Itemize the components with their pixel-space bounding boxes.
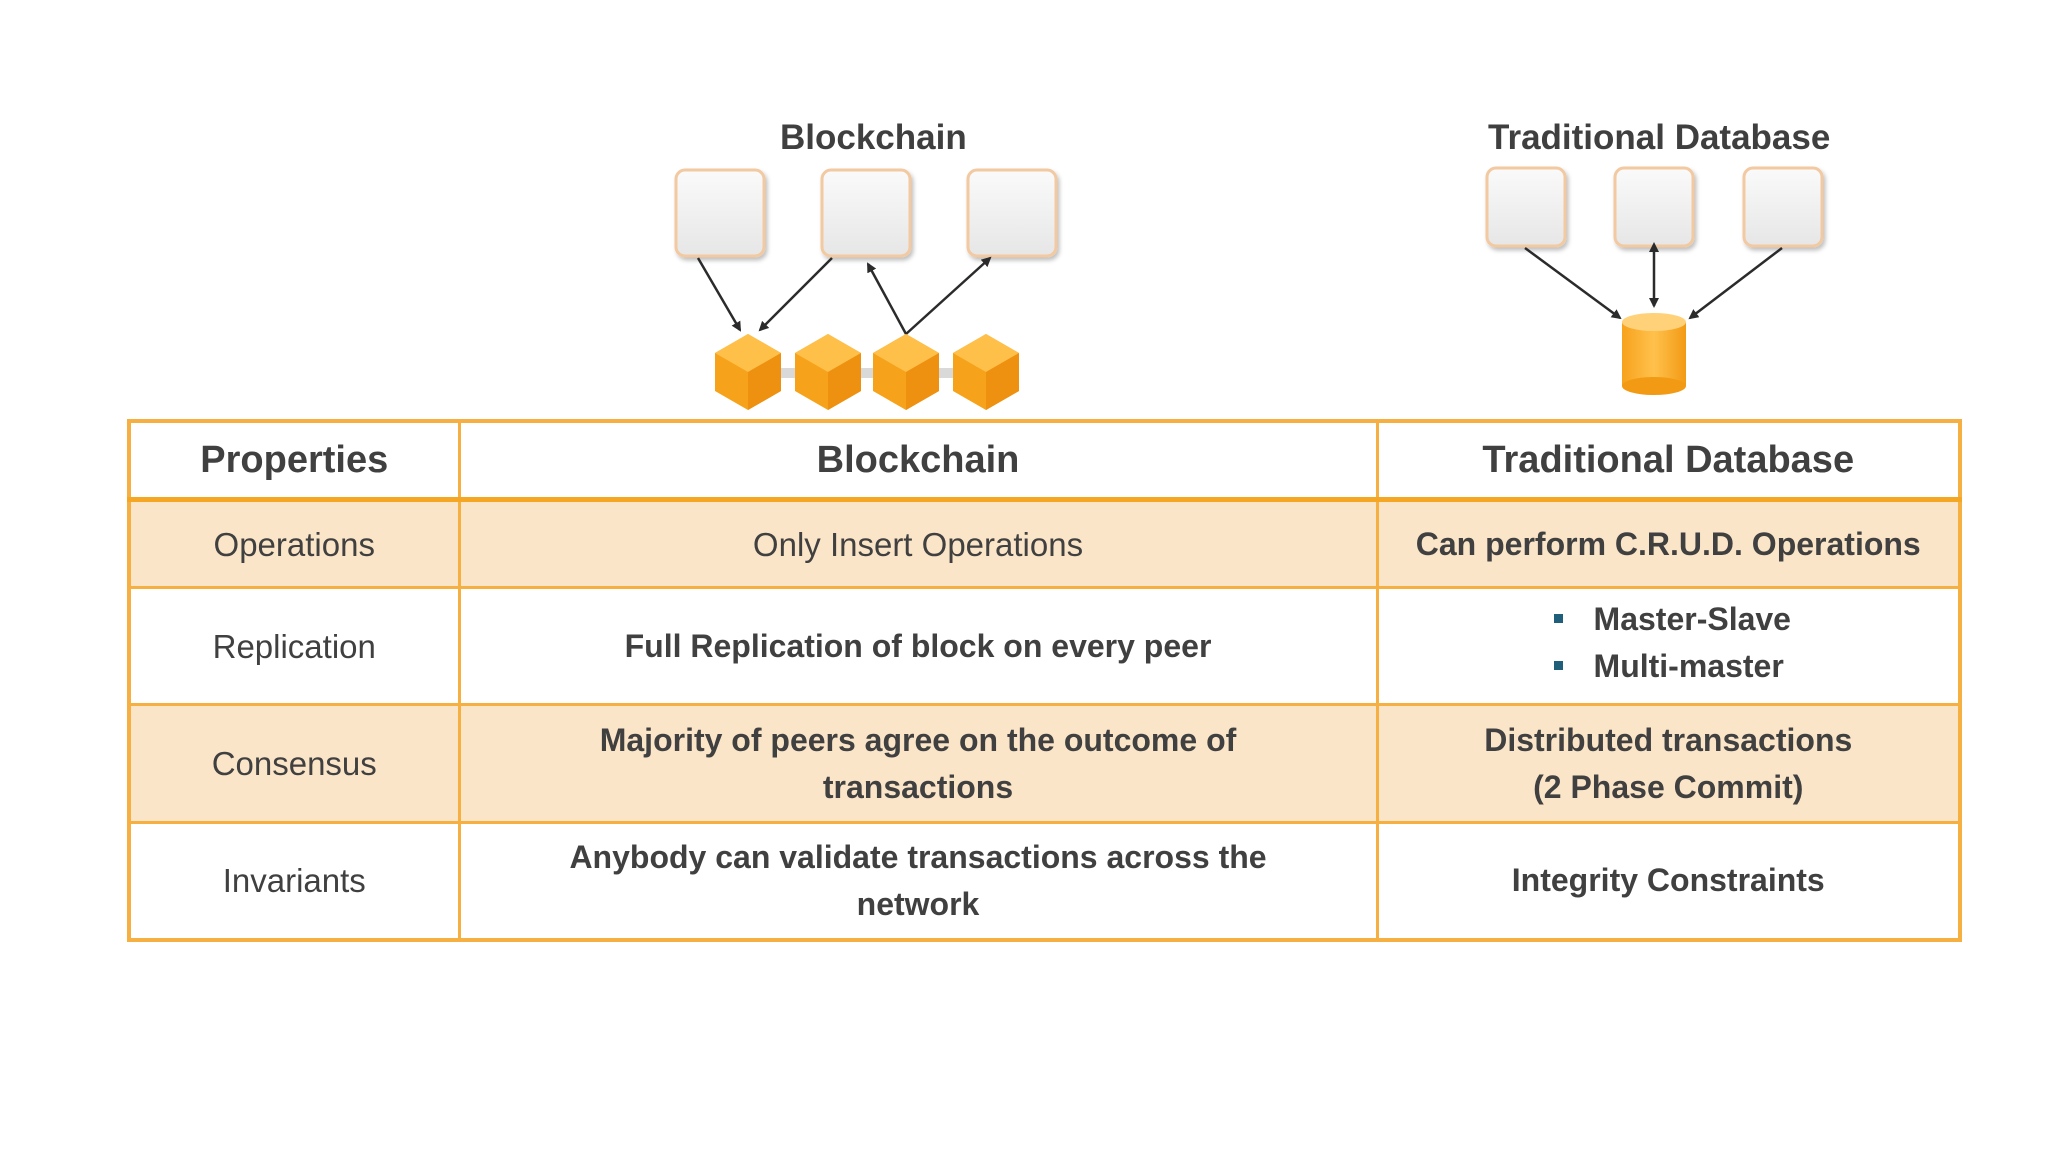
- table-header-row: Properties Blockchain Traditional Databa…: [127, 419, 1962, 502]
- header-properties: Properties: [127, 419, 461, 502]
- traditional-replication: Master-Slave Multi-master: [1375, 586, 1962, 706]
- replication-list: Master-Slave Multi-master: [1546, 596, 1791, 690]
- chain-link: [848, 368, 880, 378]
- list-item-label: Master-Slave: [1593, 601, 1791, 637]
- blockchain-operations: Only Insert Operations: [457, 498, 1379, 589]
- traditional-consensus: Distributed transactions (2 Phase Commit…: [1375, 703, 1962, 824]
- database-cylinder-icon: [1622, 313, 1686, 395]
- chain-link: [770, 368, 802, 378]
- traditional-invariants: Integrity Constraints: [1375, 821, 1962, 941]
- block-hexagon-icon: [715, 334, 781, 410]
- blockchain-node-box-icon: [674, 168, 766, 258]
- property-replication: Replication: [127, 586, 461, 706]
- traditional-database-diagram-label: Traditional Database: [1488, 118, 1831, 157]
- database-client-box-icon: [1485, 166, 1567, 248]
- table-row-invariants: Invariants Anybody can validate transact…: [127, 821, 1962, 941]
- database-client-box-icon: [1742, 166, 1824, 248]
- arrow-icon: [758, 257, 833, 332]
- square-bullet-icon: [1553, 661, 1563, 670]
- traditional-operations: Can perform C.R.U.D. Operations: [1375, 498, 1962, 589]
- blockchain-node-box-icon: [820, 168, 912, 258]
- traditional-consensus-line-2: (2 Phase Commit): [1533, 768, 1804, 805]
- list-item: Master-Slave: [1546, 596, 1791, 643]
- blockchain-replication: Full Replication of block on every peer: [457, 586, 1379, 706]
- arrow-icon: [866, 262, 908, 335]
- property-consensus: Consensus: [127, 703, 461, 824]
- arrow-icon: [905, 256, 992, 335]
- chain-link: [926, 368, 958, 378]
- list-item-label: Multi-master: [1593, 648, 1784, 684]
- blockchain-consensus: Majority of peers agree on the outcome o…: [457, 703, 1379, 824]
- table-row-operations: Operations Only Insert Operations Can pe…: [127, 498, 1962, 589]
- arrow-icon: [1688, 247, 1783, 320]
- header-blockchain: Blockchain: [457, 419, 1379, 502]
- list-item: Multi-master: [1546, 643, 1791, 690]
- comparison-table: Properties Blockchain Traditional Databa…: [127, 419, 1962, 942]
- blockchain-consensus-line-2: transactions: [822, 768, 1014, 805]
- blockchain-consensus-line-1: Majority of peers agree on the outcome o…: [599, 721, 1237, 758]
- traditional-consensus-line-1: Distributed transactions: [1484, 721, 1853, 758]
- block-hexagon-icon: [953, 334, 1019, 410]
- table-row-consensus: Consensus Majority of peers agree on the…: [127, 703, 1962, 824]
- property-invariants: Invariants: [127, 821, 461, 941]
- block-hexagon-icon: [873, 334, 939, 410]
- arrow-icon: [1524, 246, 1622, 320]
- square-bullet-icon: [1553, 614, 1563, 623]
- blockchain-invariants: Anybody can validate transactions across…: [457, 821, 1379, 941]
- blockchain-invariants-line-1: Anybody can validate transactions across…: [569, 838, 1267, 875]
- architecture-diagram: [674, 166, 1824, 410]
- blockchain-node-box-icon: [966, 168, 1058, 258]
- header-traditional-database: Traditional Database: [1375, 419, 1962, 502]
- blockchain-invariants-line-2: network: [856, 885, 980, 922]
- blockchain-diagram-label: Blockchain: [780, 118, 967, 157]
- property-operations: Operations: [127, 498, 461, 589]
- block-hexagon-icon: [795, 334, 861, 410]
- database-client-box-icon: [1613, 166, 1695, 248]
- table-row-replication: Replication Full Replication of block on…: [127, 586, 1962, 706]
- arrow-icon: [696, 257, 742, 332]
